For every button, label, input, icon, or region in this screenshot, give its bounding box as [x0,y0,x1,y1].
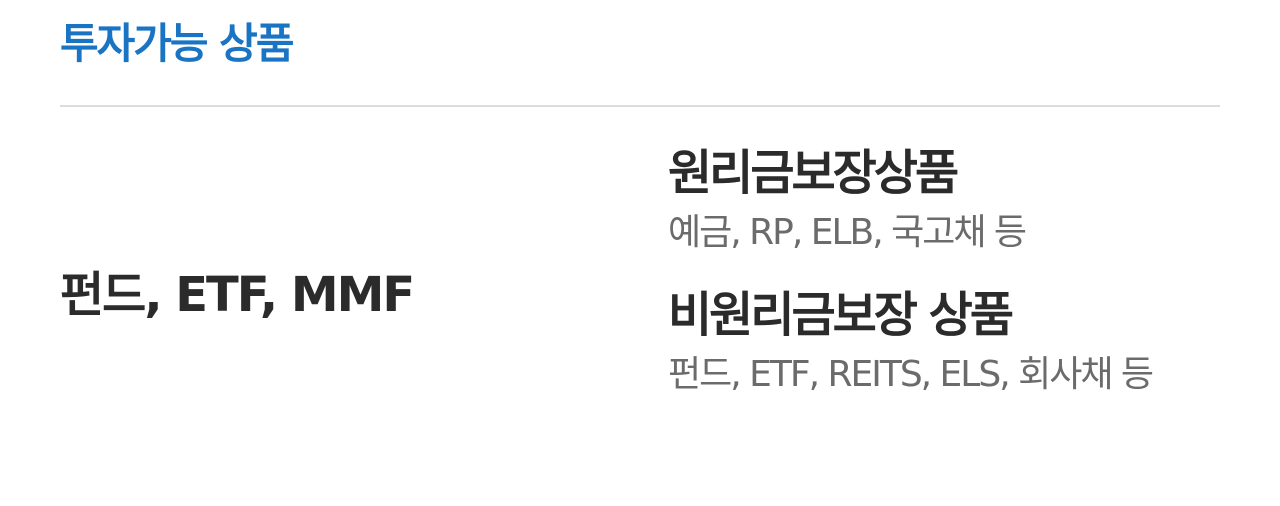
non-principal-guaranteed-description: 펀드, ETF, REITS, ELS, 회사채 등 [668,354,1154,395]
section-divider [60,105,1220,107]
non-principal-guaranteed-category: 비원리금보장 상품 펀드, ETF, REITS, ELS, 회사채 등 [668,282,1268,402]
section-title: 투자가능 상품 [60,19,294,68]
non-principal-guaranteed-heading: 비원리금보장 상품 [668,287,1014,343]
principal-guaranteed-heading: 원리금보장상품 [668,145,959,201]
principal-guaranteed-category: 원리금보장상품 예금, RP, ELB, 국고채 등 [668,140,1268,260]
investable-products-value: 펀드, ETF, MMF [60,267,415,323]
principal-guaranteed-description: 예금, RP, ELB, 국고채 등 [668,212,1027,253]
